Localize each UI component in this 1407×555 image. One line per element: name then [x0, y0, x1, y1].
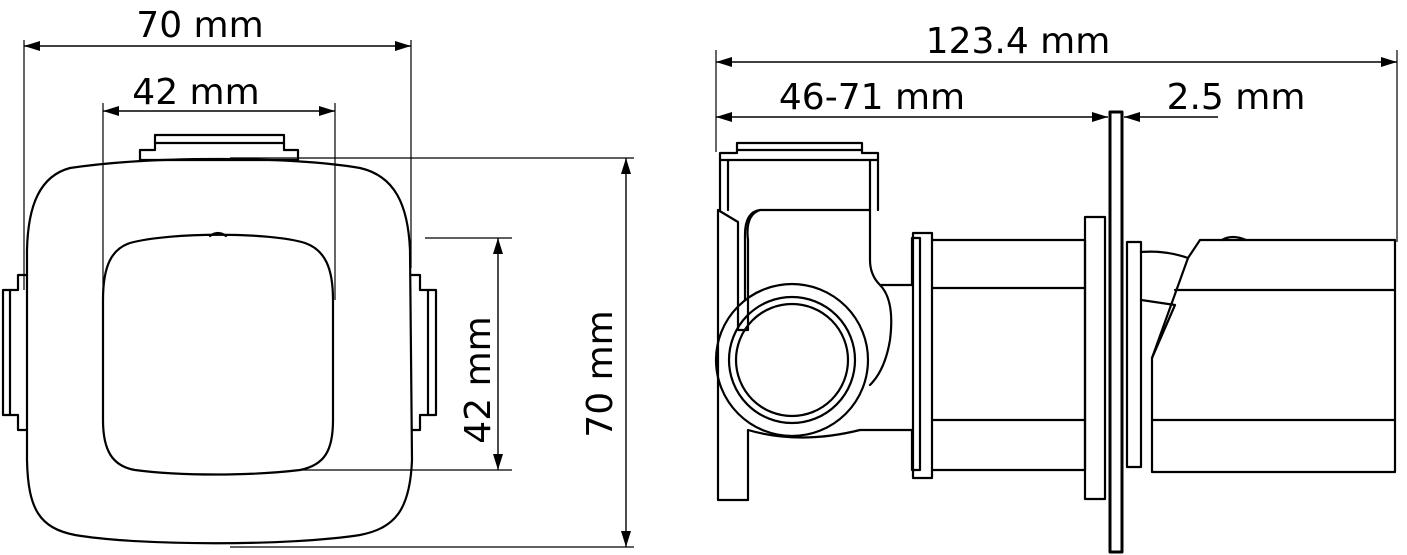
front-left-connector — [1, 273, 29, 432]
front-top-connector — [138, 133, 300, 162]
dim-front-inner-width-label: 42 mm — [132, 72, 259, 113]
dim-front-height: 70 mm — [580, 158, 631, 547]
side-wall-plate — [1108, 110, 1124, 554]
dim-front-inner-width: 42 mm — [103, 72, 335, 116]
side-collar — [1083, 215, 1107, 501]
dim-front-inner-height: 42 mm — [458, 238, 503, 470]
side-handle — [1139, 238, 1397, 474]
dim-front-height-label: 70 mm — [580, 310, 621, 437]
side-flange — [911, 231, 934, 480]
side-top-connector — [718, 141, 880, 212]
dim-side-plate-thickness-label: 2.5 mm — [1167, 77, 1306, 118]
dim-side-wall-depth-label: 46-71 mm — [779, 77, 965, 118]
front-handle — [101, 233, 335, 476]
front-handle-notch — [208, 231, 228, 238]
front-cover-plate — [25, 157, 414, 545]
side-cylinder — [930, 238, 1087, 472]
side-port-ring — [727, 295, 857, 425]
dim-front-width-label: 70 mm — [136, 5, 263, 46]
side-port-inner — [734, 302, 850, 418]
side-valve-body — [716, 208, 922, 502]
side-port-outer — [714, 282, 870, 438]
dim-front-width: 70 mm — [24, 5, 411, 51]
side-rear-ring — [1125, 240, 1143, 469]
dim-front-inner-height-label: 42 mm — [458, 316, 499, 443]
side-view — [714, 110, 1397, 554]
dim-side-wall-depth: 46-71 mm — [716, 77, 1108, 122]
front-extension-lines — [23, 40, 634, 548]
dim-side-total-length: 123.4 mm — [716, 21, 1397, 67]
front-right-connector — [410, 273, 438, 432]
front-view — [1, 133, 438, 545]
side-extension-lines — [715, 50, 1398, 242]
dim-side-plate-thickness: 2.5 mm — [1124, 77, 1305, 122]
dim-side-total-length-label: 123.4 mm — [926, 21, 1111, 62]
